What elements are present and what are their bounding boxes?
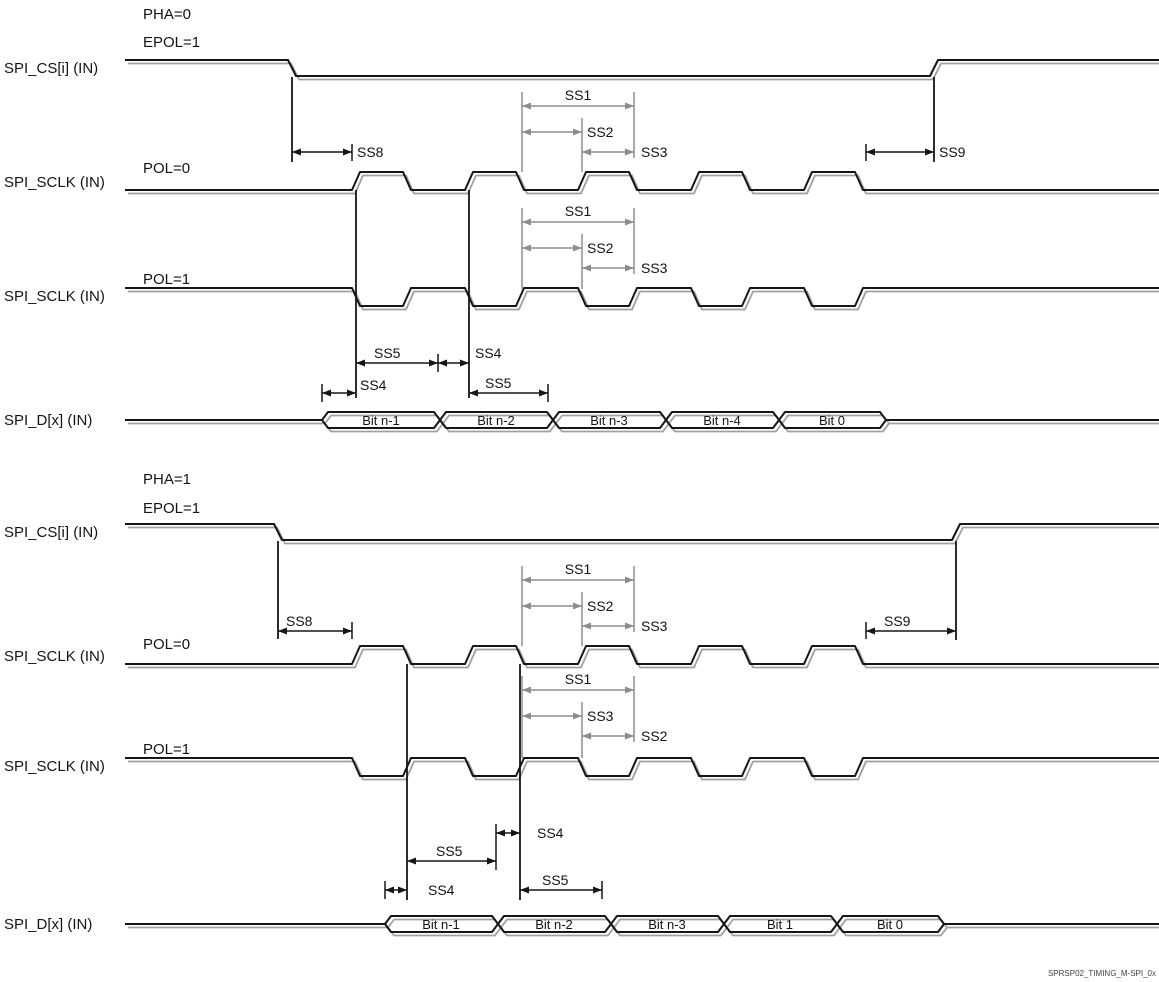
- ss5-label: SS5: [436, 843, 463, 859]
- ss5-label: SS5: [485, 375, 512, 391]
- signal-label-sclk-pol0: SPI_SCLK (IN): [4, 648, 105, 665]
- ss9-label: SS9: [939, 144, 966, 160]
- signal-label-data: SPI_D[x] (IN): [4, 916, 92, 933]
- bit-label: Bit n-3: [648, 917, 686, 932]
- section-pha0: PHA=0 EPOL=1 SPI_CS[i] (IN) POL=0 SPI_SC…: [4, 6, 1159, 432]
- ss1-label: SS1: [565, 671, 592, 687]
- pha-label: PHA=1: [143, 471, 191, 488]
- pol1-label: POL=1: [143, 271, 190, 288]
- sclk-pol1-measures: SS1 SS3 SS2: [521, 671, 668, 758]
- epol-label: EPOL=1: [143, 34, 200, 51]
- ss3-label: SS3: [641, 618, 668, 634]
- ss4-label: SS4: [537, 825, 564, 841]
- measure-ss9: SS9: [865, 77, 966, 162]
- sclk-pol1-measures: SS1 SS2 SS3: [521, 203, 668, 289]
- bit-label: Bit n-1: [422, 917, 460, 932]
- ss4-label: SS4: [360, 377, 387, 393]
- signal-label-sclk-pol1: SPI_SCLK (IN): [4, 758, 105, 775]
- measure-ss9: SS9: [865, 541, 957, 640]
- ss1-label: SS1: [565, 561, 592, 577]
- signal-label-cs: SPI_CS[i] (IN): [4, 60, 98, 77]
- epol-label: EPOL=1: [143, 500, 200, 517]
- measure-ss8: SS8: [277, 541, 353, 639]
- ss4-label: SS4: [428, 882, 455, 898]
- bit-label: Bit 1: [767, 917, 793, 932]
- ss8-label: SS8: [286, 613, 313, 629]
- data-bit-labels: Bit n-1 Bit n-2 Bit n-3 Bit n-4 Bit 0: [362, 413, 845, 428]
- ss5-label: SS5: [374, 345, 401, 361]
- ss2-label: SS2: [587, 240, 614, 256]
- ss2-label: SS2: [587, 124, 614, 140]
- bit-label: Bit n-1: [362, 413, 400, 428]
- bit-label: Bit n-2: [477, 413, 515, 428]
- signal-label-data: SPI_D[x] (IN): [4, 412, 92, 429]
- data-measures: SS4 SS5 SS4 SS5: [384, 664, 603, 900]
- pol0-label: POL=0: [143, 160, 190, 177]
- signal-label-sclk-pol0: SPI_SCLK (IN): [4, 174, 105, 191]
- bit-label: Bit n-4: [703, 413, 741, 428]
- measure-ss8: SS8: [291, 77, 384, 162]
- sclk-pol0-measures: SS1 SS2 SS3: [521, 561, 668, 646]
- bit-label: Bit n-3: [590, 413, 628, 428]
- ss3-label: SS3: [587, 708, 614, 724]
- waveform-shadow-pha0: [127, 63, 1159, 432]
- signal-label-cs: SPI_CS[i] (IN): [4, 524, 98, 541]
- figure-id-watermark: SPRSP02_TIMING_M-SPI_0x: [1048, 969, 1156, 978]
- ss3-label: SS3: [641, 260, 668, 276]
- pol1-label: POL=1: [143, 741, 190, 758]
- pha-label: PHA=0: [143, 6, 191, 23]
- ss1-label: SS1: [565, 203, 592, 219]
- waveform-main-pha0: [124, 59, 1159, 429]
- ss9-label: SS9: [884, 613, 911, 629]
- ss8-label: SS8: [357, 144, 384, 160]
- ss3-label: SS3: [641, 144, 668, 160]
- sclk-pol0-measures: SS1 SS2 SS3: [521, 87, 668, 172]
- signal-label-sclk-pol1: SPI_SCLK (IN): [4, 288, 105, 305]
- bit-label: Bit n-2: [535, 917, 573, 932]
- bit-label: Bit 0: [819, 413, 845, 428]
- data-bit-labels: Bit n-1 Bit n-2 Bit n-3 Bit 1 Bit 0: [422, 917, 903, 932]
- ss5-label: SS5: [542, 872, 569, 888]
- section-pha1: PHA=1 EPOL=1 SPI_CS[i] (IN) POL=0 SPI_SC…: [4, 471, 1159, 936]
- ss2-label: SS2: [587, 598, 614, 614]
- ss1-label: SS1: [565, 87, 592, 103]
- ss4-label: SS4: [475, 345, 502, 361]
- ss2-label: SS2: [641, 728, 668, 744]
- bit-label: Bit 0: [877, 917, 903, 932]
- pol0-label: POL=0: [143, 636, 190, 653]
- data-measures: SS5 SS4 SS4 SS5: [321, 190, 549, 402]
